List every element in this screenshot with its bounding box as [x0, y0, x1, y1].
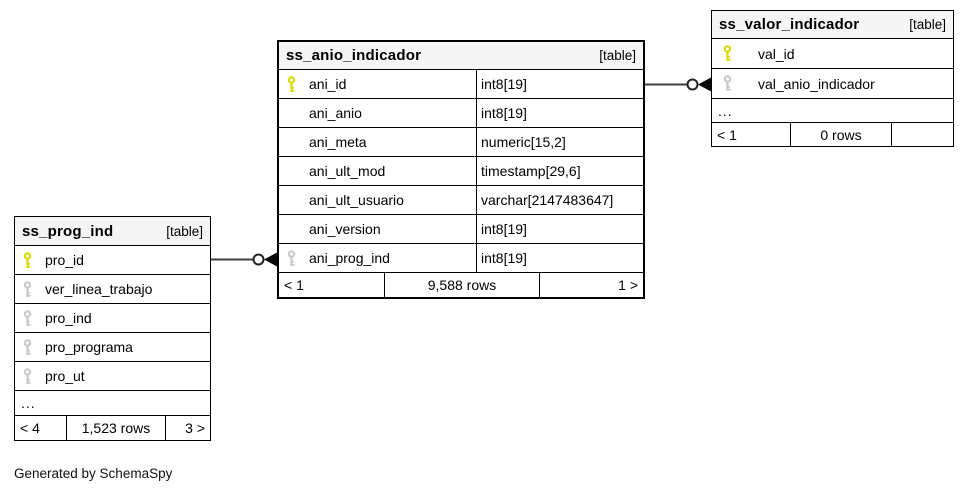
table-type-badge: [table] [599, 48, 636, 63]
foreign-key-icon [15, 338, 45, 356]
column-name-cell: ani_ult_mod [279, 157, 476, 185]
footer-implied-left: < 1 [284, 277, 304, 293]
foreign-key-icon [279, 249, 309, 267]
table-title: ss_anio_indicador [286, 47, 422, 64]
column-row: ani_prog_ind int8[19] [279, 244, 643, 273]
footer-implied-right [892, 123, 953, 146]
more-columns-ellipsis: ... [15, 391, 210, 416]
table-footer: < 1 9,588 rows 1 > [279, 273, 643, 297]
footer-row-count: 9,588 rows [384, 273, 540, 297]
column-name: ani_ult_usuario [309, 192, 404, 208]
many-crowfoot-arrow-icon [264, 252, 277, 267]
column-name-cell: pro_programa [15, 333, 210, 361]
column-name-cell: ani_anio [279, 99, 476, 127]
primary-key-icon [712, 45, 758, 62]
column-type: numeric[15,2] [476, 128, 643, 156]
column-name-cell: val_anio_indicador [712, 69, 953, 98]
table-header[interactable]: ss_valor_indicador [table] [712, 11, 953, 39]
column-name: ani_ult_mod [309, 163, 386, 179]
column-type: int8[19] [476, 99, 643, 127]
column-row: pro_ut [15, 362, 210, 391]
column-name: ver_linea_trabajo [45, 281, 153, 297]
column-row: ani_id int8[19] [279, 70, 643, 99]
column-name: pro_ut [45, 368, 85, 384]
column-row: ani_ult_usuario varchar[2147483647] [279, 186, 643, 215]
column-type: timestamp[29,6] [476, 157, 643, 185]
footer-implied-left: < 4 [20, 420, 40, 436]
foreign-key-icon [15, 280, 45, 298]
column-row: ani_meta numeric[15,2] [279, 128, 643, 157]
table-footer: < 1 0 rows [712, 123, 953, 146]
column-name-cell: pro_id [15, 246, 210, 274]
zero-cardinality-circle-icon [252, 253, 265, 266]
zero-cardinality-circle-icon [686, 78, 699, 91]
footer-row-count: 1,523 rows [66, 416, 166, 440]
column-name-cell: ver_linea_trabajo [15, 275, 210, 303]
table-title: ss_prog_ind [22, 222, 114, 240]
table-header[interactable]: ss_prog_ind [table] [15, 217, 210, 246]
foreign-key-icon [15, 309, 45, 327]
column-name-cell: ani_id [279, 70, 476, 98]
footer-implied-left: < 1 [717, 126, 737, 143]
column-row: pro_ind [15, 304, 210, 333]
primary-key-icon [279, 75, 309, 93]
column-name-cell: pro_ut [15, 362, 210, 390]
column-name: pro_id [45, 252, 84, 268]
column-name: val_id [758, 45, 795, 62]
column-row: pro_id [15, 246, 210, 275]
column-name: pro_programa [45, 339, 133, 355]
table-ss-valor-indicador[interactable]: ss_valor_indicador [table] val_id val_anio_… [711, 10, 954, 147]
generated-by-note: Generated by SchemaSpy [14, 466, 173, 481]
column-row: ani_version int8[19] [279, 215, 643, 244]
column-name: val_anio_indicador [758, 75, 875, 92]
footer-implied-right: 3 > [185, 420, 205, 436]
column-name-cell: pro_ind [15, 304, 210, 332]
column-type: varchar[2147483647] [476, 186, 643, 214]
table-footer: < 4 1,523 rows 3 > [15, 416, 210, 440]
many-crowfoot-arrow-icon [698, 77, 711, 92]
connector-anio-to-valor [645, 77, 711, 92]
column-name-cell: ani_prog_ind [279, 244, 476, 272]
column-name: ani_prog_ind [309, 250, 390, 266]
column-name: ani_version [309, 221, 381, 237]
foreign-key-icon [15, 367, 45, 385]
column-type: int8[19] [476, 215, 643, 243]
column-row: val_id [712, 39, 953, 69]
footer-implied-right: 1 > [618, 277, 638, 293]
column-row: ani_ult_mod timestamp[29,6] [279, 157, 643, 186]
connector-prog-to-anio [211, 252, 277, 267]
column-name-cell: ani_meta [279, 128, 476, 156]
column-row: ani_anio int8[19] [279, 99, 643, 128]
footer-row-count: 0 rows [790, 123, 892, 146]
column-row: ver_linea_trabajo [15, 275, 210, 304]
primary-key-icon [15, 251, 45, 269]
column-row: pro_programa [15, 333, 210, 362]
column-name: ani_meta [309, 134, 367, 150]
table-ss-prog-ind[interactable]: ss_prog_ind [table] pro_id ver_linea_trabaj… [14, 216, 211, 441]
column-type: int8[19] [476, 70, 643, 98]
column-name-cell: val_id [712, 39, 953, 68]
column-row: val_anio_indicador [712, 69, 953, 99]
table-type-badge: [table] [909, 17, 946, 32]
column-name: pro_ind [45, 310, 92, 326]
more-columns-ellipsis: ... [712, 99, 953, 123]
column-name: ani_anio [309, 105, 362, 121]
table-type-badge: [table] [166, 223, 203, 239]
column-name-cell: ani_ult_usuario [279, 186, 476, 214]
table-title: ss_valor_indicador [719, 16, 860, 33]
table-header[interactable]: ss_anio_indicador [table] [279, 42, 643, 70]
column-name: ani_id [309, 76, 347, 92]
foreign-key-icon [712, 75, 758, 92]
column-name-cell: ani_version [279, 215, 476, 243]
column-type: int8[19] [476, 244, 643, 272]
